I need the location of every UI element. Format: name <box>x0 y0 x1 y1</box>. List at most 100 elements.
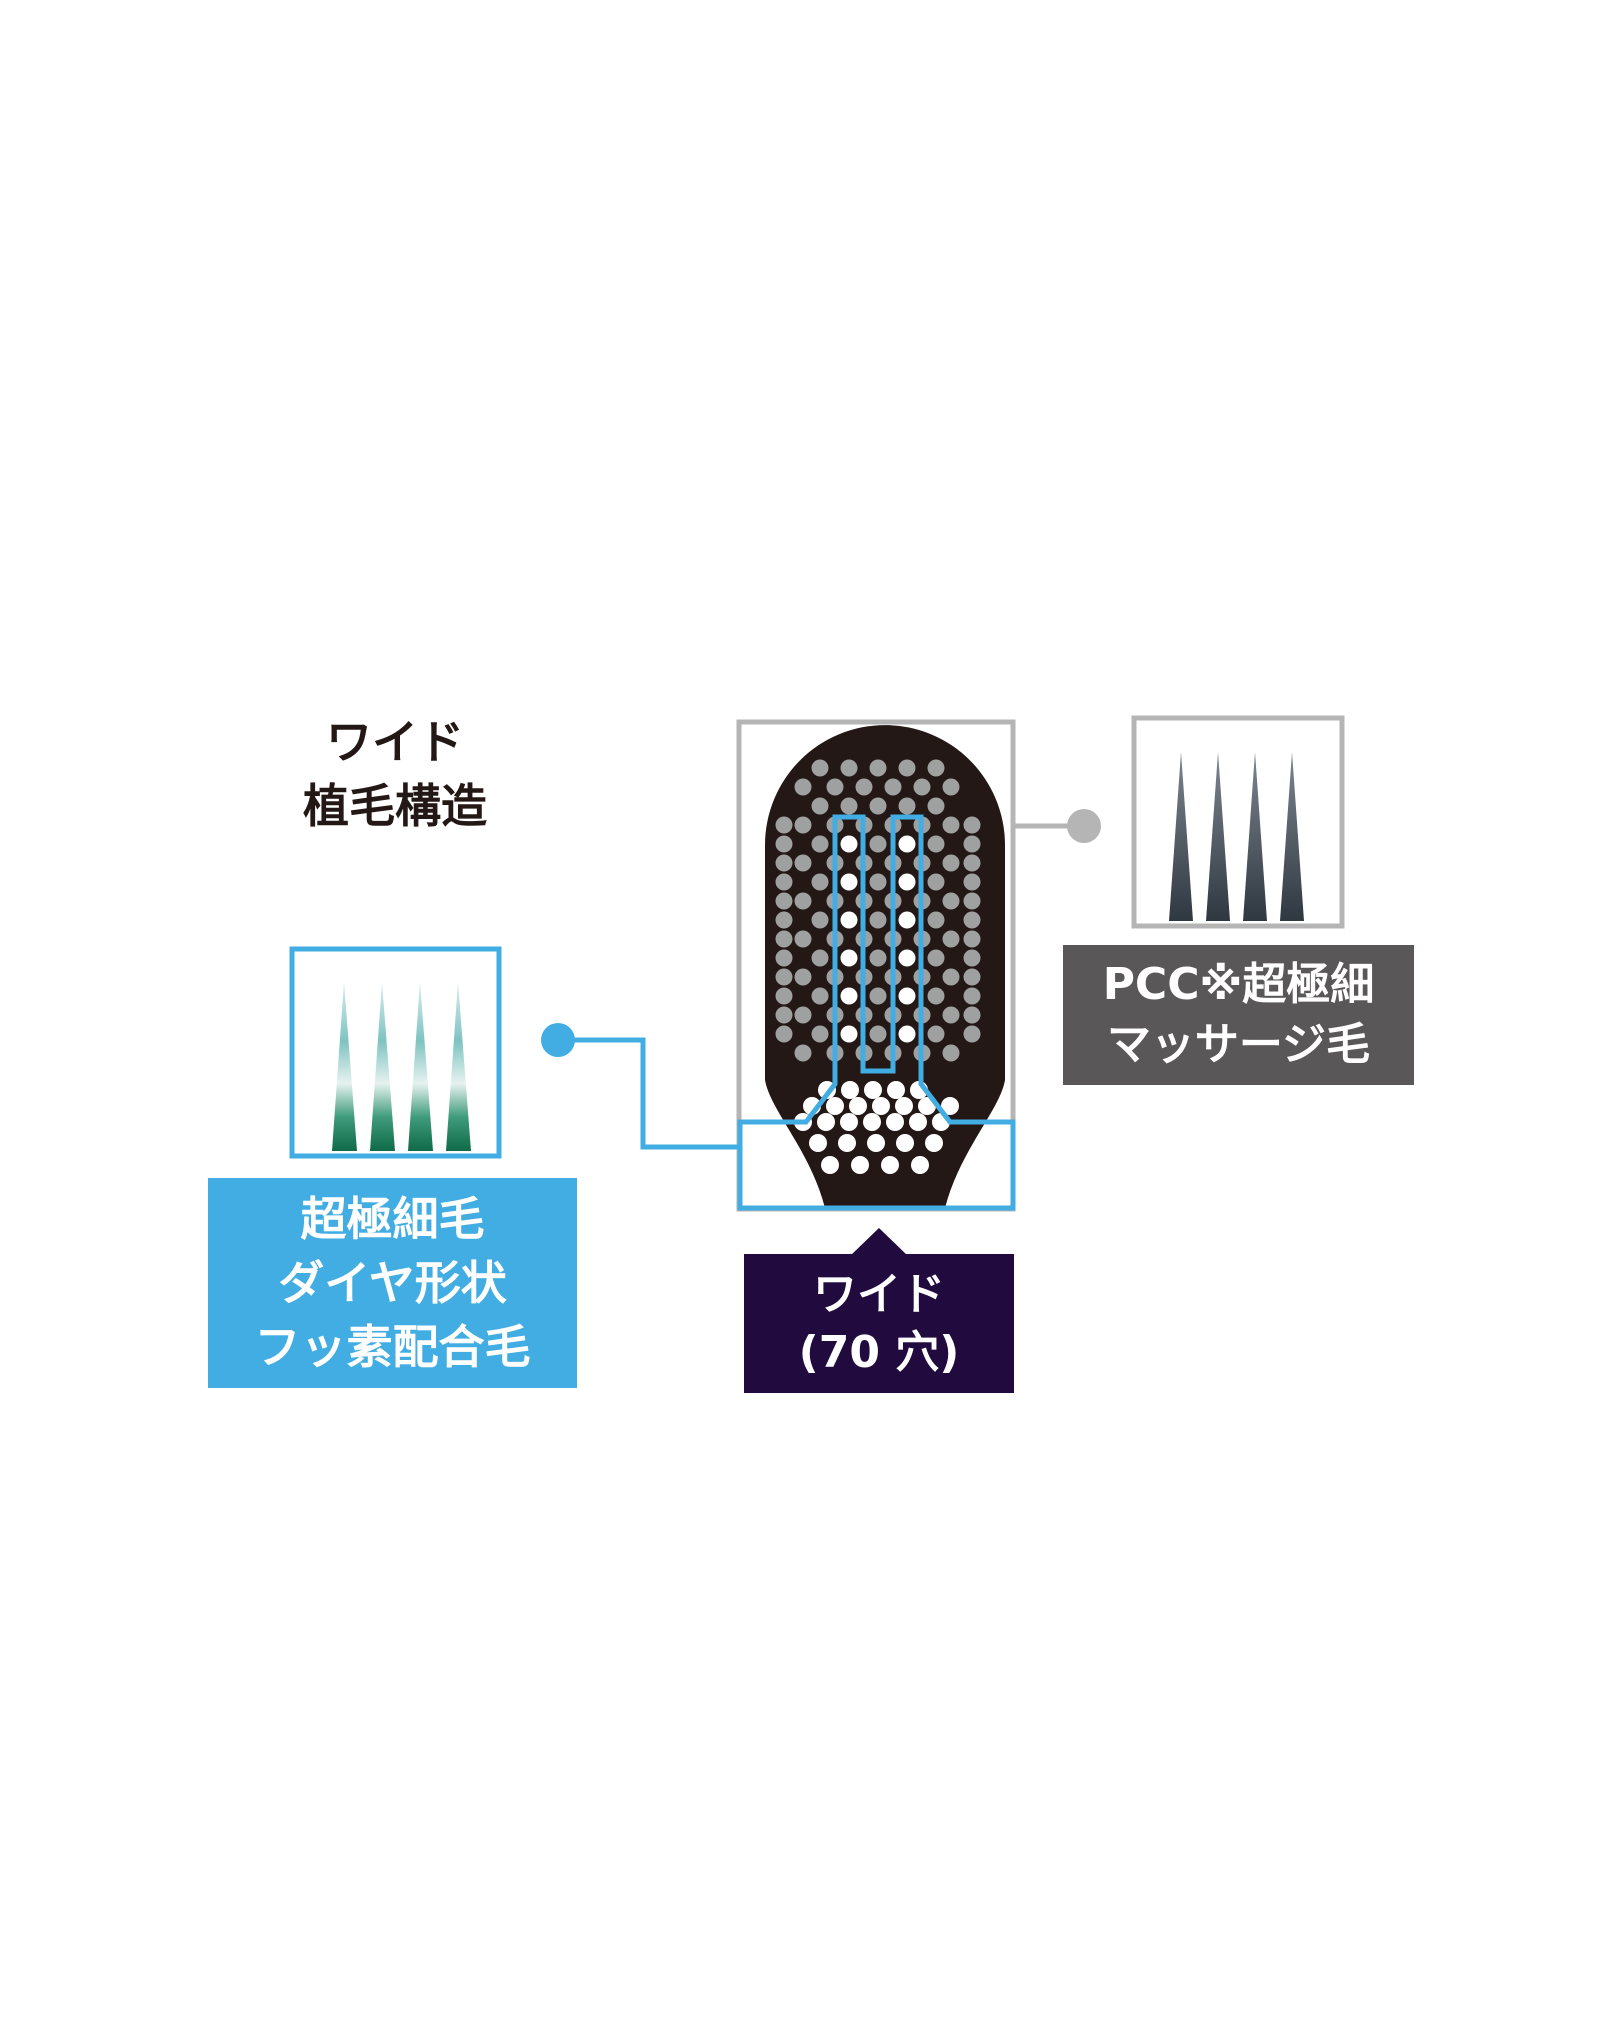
bristle-hole <box>898 873 916 891</box>
bristle-hole <box>942 968 960 986</box>
bristle-hole <box>963 987 981 1005</box>
bristle-hole <box>811 873 829 891</box>
bristle-hole <box>840 797 858 815</box>
bristle-hole <box>941 1097 959 1115</box>
bristle-hole <box>963 835 981 853</box>
bristle-hole <box>811 835 829 853</box>
bristle-hole <box>942 816 960 834</box>
bristle-hole <box>898 1025 916 1043</box>
gray-bristle-label: PCC※超極細 マッサージ毛 <box>1063 945 1414 1085</box>
bristle-hole <box>794 1006 812 1024</box>
bristle-hole <box>817 1113 835 1131</box>
bristle-hole <box>794 1044 812 1062</box>
bristle-hole <box>794 816 812 834</box>
bristle-hole <box>838 1134 856 1152</box>
bristle-hole <box>869 949 887 967</box>
bristle-hole <box>942 854 960 872</box>
bristle-hole <box>963 816 981 834</box>
bristle-hole <box>909 1113 927 1131</box>
bristle-hole <box>898 911 916 929</box>
bristle-hole <box>869 797 887 815</box>
bristle-hole <box>927 911 945 929</box>
diagram-heading: ワイド 植毛構造 <box>230 710 560 838</box>
bristle-hole <box>963 1006 981 1024</box>
bristle-hole <box>775 930 793 948</box>
bristle-hole <box>911 1156 929 1174</box>
brush-body <box>765 725 1005 1208</box>
label-pointer <box>850 1228 908 1256</box>
bristle-hole <box>887 1081 905 1099</box>
bristle-hole <box>963 930 981 948</box>
bristle-hole <box>840 835 858 853</box>
bristle-hole <box>927 949 945 967</box>
bristle-hole <box>840 1113 858 1131</box>
heading-line-2: 植毛構造 <box>303 779 487 833</box>
wide-label-line-1: ワイド <box>813 1268 945 1320</box>
bristle-hole <box>826 778 844 796</box>
gray-label-line-1: PCC※超極細 <box>1102 959 1375 1010</box>
bristle-hole <box>811 1025 829 1043</box>
bristle-hole <box>775 987 793 1005</box>
bristle-hole <box>963 854 981 872</box>
bristle-hole <box>927 987 945 1005</box>
bristle-hole <box>898 759 916 777</box>
bristle-hole <box>821 1156 839 1174</box>
bristle-hole <box>869 759 887 777</box>
bristle-hole <box>811 911 829 929</box>
wide-label: ワイド (70 穴) <box>744 1254 1014 1393</box>
bristle-hole <box>942 1044 960 1062</box>
bristle-hole <box>826 1097 844 1115</box>
bristle-hole <box>942 1006 960 1024</box>
wide-label-line-2: (70 穴) <box>798 1326 960 1378</box>
bristle-hole <box>775 1006 793 1024</box>
wide-zone-outline <box>737 814 1016 1211</box>
bristle-hole <box>963 949 981 967</box>
bristle-hole <box>963 1025 981 1043</box>
bristle-hole <box>925 1134 943 1152</box>
bristle-hole <box>963 892 981 910</box>
brush-head-icon <box>765 725 1005 1208</box>
blue-label-line-2: ダイヤ形状 <box>278 1256 507 1310</box>
bristle-hole <box>794 854 812 872</box>
bristle-hole <box>841 1081 859 1099</box>
bristle-hole <box>927 797 945 815</box>
bristle-hole <box>811 759 829 777</box>
bristle-hole <box>942 778 960 796</box>
bristle-hole <box>898 797 916 815</box>
bristle-hole <box>811 987 829 1005</box>
bristle-hole <box>963 873 981 891</box>
bristle-hole <box>884 778 902 796</box>
bristle-hole <box>794 968 812 986</box>
bristle-hole <box>811 797 829 815</box>
bristle-hole <box>942 930 960 948</box>
bristle-hole <box>775 911 793 929</box>
bristle-hole <box>963 911 981 929</box>
bristle-hole <box>864 1081 882 1099</box>
bristle-hole <box>851 1156 869 1174</box>
bristle-hole <box>963 968 981 986</box>
bristle-hole <box>775 892 793 910</box>
diamond-bristle-icon <box>289 946 502 1159</box>
bristle-hole <box>794 892 812 910</box>
bristle-hole <box>886 1113 904 1131</box>
gray-label-line-2: マッサージ毛 <box>1106 1019 1371 1070</box>
bristle-hole <box>840 949 858 967</box>
blue-connector <box>541 1023 740 1150</box>
bristle-hole <box>840 987 858 1005</box>
bristle-hole <box>855 778 873 796</box>
bristle-hole <box>863 1113 881 1131</box>
bristle-hole <box>927 835 945 853</box>
bristle-hole <box>869 835 887 853</box>
bristle-hole <box>913 778 931 796</box>
bristle-hole <box>881 1156 899 1174</box>
bristle-hole <box>869 1025 887 1043</box>
bristle-hole <box>794 930 812 948</box>
bristle-hole <box>809 1134 827 1152</box>
bristle-hole <box>942 892 960 910</box>
bristle-hole <box>840 759 858 777</box>
bristle-hole <box>775 816 793 834</box>
bristle-hole <box>872 1097 890 1115</box>
bristle-hole <box>840 873 858 891</box>
blue-label-line-3: フッ素配合毛 <box>254 1320 531 1374</box>
